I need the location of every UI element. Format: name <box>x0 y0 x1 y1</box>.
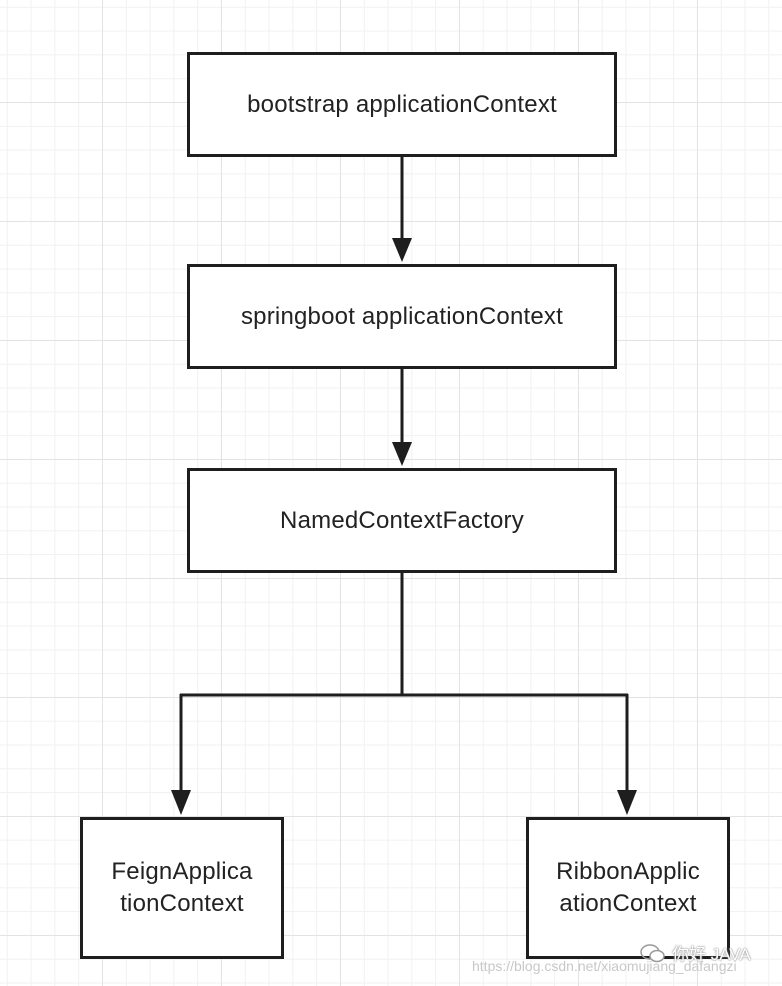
node-feign-application-context: FeignApplica tionContext <box>80 817 284 959</box>
arrowhead-ribbon <box>617 790 637 815</box>
wechat-icon <box>640 943 665 962</box>
node-label-line-2: tionContext <box>120 890 244 917</box>
node-label-group: FeignApplica tionContext <box>111 856 252 920</box>
node-label-line-1: RibbonApplic <box>556 858 700 885</box>
node-bootstrap-application-context: bootstrap applicationContext <box>187 52 617 157</box>
node-springboot-application-context: springboot applicationContext <box>187 264 617 369</box>
watermark-brand: 你好 JAVA <box>640 940 751 965</box>
watermark-url: https://blog.csdn.net/xiaomujiang_dafang… <box>472 958 737 974</box>
node-label: springboot applicationContext <box>240 302 563 330</box>
node-label: NamedContextFactory <box>280 506 524 534</box>
node-label-group: RibbonApplic ationContext <box>556 856 700 920</box>
node-label-line-2: ationContext <box>559 890 697 917</box>
node-named-context-factory: NamedContextFactory <box>187 468 617 573</box>
arrowhead-ncf <box>392 442 412 466</box>
node-label-line-1: FeignApplica <box>111 858 253 885</box>
arrowhead-feign <box>171 790 191 815</box>
node-label: bootstrap applicationContext <box>247 90 557 118</box>
arrowhead-springboot <box>392 238 412 262</box>
watermark-brand-text: 你好 JAVA <box>672 945 751 964</box>
node-ribbon-application-context: RibbonApplic ationContext <box>526 817 730 959</box>
